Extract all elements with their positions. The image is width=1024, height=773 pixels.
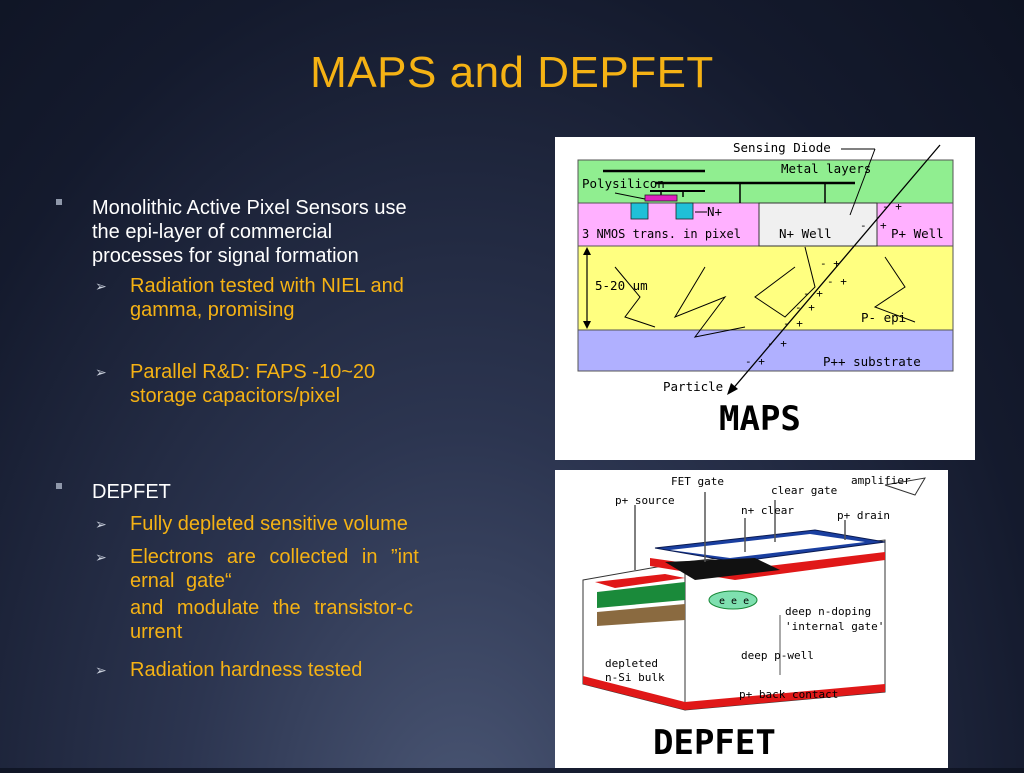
- label-fet-gate: FET gate: [671, 475, 724, 488]
- charge-markers: - + -+ - + - + - + - + - + - + - +: [745, 200, 902, 368]
- svg-text:- +: - +: [783, 317, 803, 330]
- black-gate: [665, 558, 780, 580]
- internal-gate-region: [708, 590, 758, 610]
- bullet-marker: [56, 199, 62, 205]
- green-layer: [597, 582, 685, 608]
- bullet-line: processes for signal formation: [92, 245, 359, 267]
- top-blue-inner: [670, 534, 865, 558]
- bullet-line: urrent: [130, 621, 183, 643]
- maps-caption: MAPS: [719, 399, 801, 439]
- arrow-bullet-icon: ➢: [95, 549, 107, 565]
- label-amplifier: amplifier: [851, 474, 911, 487]
- label-p-epi: P- epi: [861, 310, 906, 325]
- bullet-line: and modulate the transistor-c: [130, 597, 414, 619]
- bullet-line: the epi-layer of commercial: [92, 221, 333, 243]
- arrow-bullet-icon: ➢: [95, 364, 107, 380]
- svg-text:- +: - +: [882, 200, 902, 213]
- label-substrate: P++ substrate: [823, 354, 921, 369]
- label-p-well: P+ Well: [891, 226, 944, 241]
- bullet-depfet: DEPFET: [56, 480, 492, 504]
- svg-text:-: -: [860, 219, 867, 232]
- red-layer: [595, 574, 685, 588]
- back-contact: [685, 684, 885, 710]
- label-polysilicon: Polysilicon: [582, 176, 665, 191]
- subbullet-depleted: ➢ Fully depleted sensitive volume: [95, 512, 480, 536]
- bullet-list: Monolithic Active Pixel Sensors use the …: [56, 196, 492, 682]
- label-depleted: depleted: [605, 657, 658, 670]
- svg-text:- +: - +: [827, 275, 847, 288]
- label-deep-p-well: deep p-well: [741, 649, 814, 662]
- amplifier-icon: [884, 477, 926, 496]
- polysilicon-gate: [644, 194, 678, 202]
- particle-track: [730, 144, 941, 392]
- svg-text:- +: - +: [767, 337, 787, 350]
- bullet-line: storage capacitors/pixel: [130, 385, 341, 407]
- maps-diagram: Sensing Diode Metal layers Polysilicon N…: [577, 140, 954, 439]
- subbullet-electrons: ➢ Electrons are collected in ”int ernal …: [95, 545, 476, 644]
- metal-layer: [577, 159, 954, 204]
- bullet-line: Monolithic Active Pixel Sensors use: [92, 197, 407, 219]
- svg-text:- +: - +: [795, 301, 815, 314]
- subbullet-hardness: ➢ Radiation hardness tested: [95, 658, 480, 682]
- epi-layer: [577, 245, 954, 331]
- label-n-well: N+ Well: [779, 226, 832, 241]
- charge-markers: e e e: [719, 596, 749, 607]
- svg-text:+: +: [880, 219, 887, 232]
- label-bulk: n-Si bulk: [605, 671, 665, 684]
- label-nmos: 3 NMOS trans. in pixel: [582, 227, 741, 241]
- depfet-figure: e e e FET gate clear gate amplifier p+ s…: [555, 470, 948, 768]
- bullet-line: DEPFET: [92, 481, 171, 503]
- arrow-down-icon: [583, 321, 591, 329]
- drift-path: [754, 246, 816, 318]
- arrow-bullet-icon: ➢: [95, 516, 107, 532]
- drift-path: [614, 266, 656, 328]
- drift-path: [673, 266, 746, 338]
- depfet-labels: FET gate clear gate amplifier p+ source …: [605, 474, 911, 701]
- arrow-bullet-icon: ➢: [95, 662, 107, 678]
- label-deep-n-doping: deep n-doping: [785, 605, 871, 618]
- leader-line: [849, 148, 876, 216]
- depfet-caption: DEPFET: [653, 723, 776, 763]
- bullet-line: Fully depleted sensitive volume: [130, 513, 408, 535]
- arrow-icon: [727, 383, 738, 395]
- slide-title: MAPS and DEPFET: [310, 48, 714, 97]
- nmos-box: [630, 202, 649, 220]
- brown-layer: [597, 604, 685, 626]
- label-clear-gate: clear gate: [771, 484, 837, 497]
- maps-figure: Sensing Diode Metal layers Polysilicon N…: [555, 137, 975, 460]
- label-p-drain: p+ drain: [837, 509, 890, 522]
- subbullet-radiation: ➢ Radiation tested with NIEL and gamma, …: [95, 274, 480, 322]
- n-well-box: [758, 202, 878, 247]
- bullet-line: Radiation hardness tested: [130, 659, 363, 681]
- svg-text:- +: - +: [745, 355, 765, 368]
- nmos-box: [675, 202, 694, 220]
- label-thickness: 5-20 um: [595, 278, 648, 293]
- bullet-line: Radiation tested with NIEL and: [130, 275, 404, 297]
- label-p-source: p+ source: [615, 494, 675, 507]
- label-metal-layers: Metal layers: [781, 161, 871, 176]
- bullet-line: ernal gate“: [130, 570, 232, 592]
- bullet-line: gamma, promising: [130, 299, 295, 321]
- bullet-maps: Monolithic Active Pixel Sensors use the …: [56, 196, 492, 268]
- bullet-line: Electrons are collected in ”int: [130, 546, 419, 568]
- arrow-up-icon: [583, 247, 591, 255]
- label-back-contact: p+ back contact: [739, 688, 838, 701]
- depfet-diagram: e e e FET gate clear gate amplifier p+ s…: [582, 474, 926, 763]
- label-internal-gate: 'internal gate': [785, 620, 884, 633]
- back-contact: [583, 676, 685, 710]
- bullet-marker: [56, 483, 62, 489]
- label-sensing-diode: Sensing Diode: [733, 140, 831, 155]
- bullet-line: Parallel R&D: FAPS -10~20: [130, 361, 376, 383]
- label-n-clear: n+ clear: [741, 504, 794, 517]
- arrow-bullet-icon: ➢: [95, 278, 107, 294]
- subbullet-faps: ➢ Parallel R&D: FAPS -10~20 storage capa…: [95, 360, 480, 408]
- leader-line: [614, 192, 646, 200]
- label-particle: Particle: [663, 379, 723, 394]
- svg-text:- +: - +: [803, 287, 823, 300]
- svg-text:- +: - +: [820, 257, 840, 270]
- label-n-plus: N+: [707, 204, 722, 219]
- drift-path: [873, 256, 916, 323]
